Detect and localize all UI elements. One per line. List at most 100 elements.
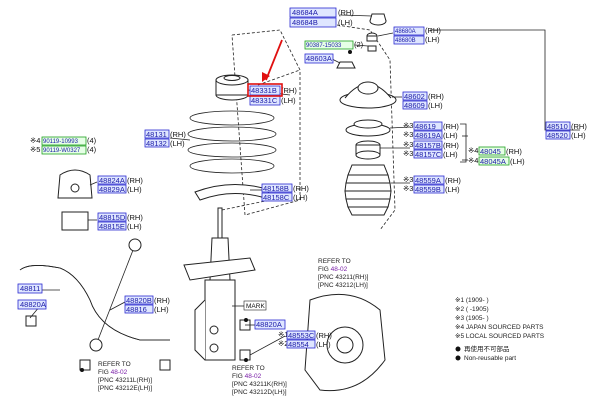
svg-text:(4): (4) (87, 136, 97, 145)
notes-legend: ※1 (1909- ) ※2 ( -1905) ※3 (1905- ) ※4 J… (455, 297, 545, 362)
part-number: 48811 (20, 284, 40, 293)
label-48157[interactable]: ※3 48157B (RH) ※3 48157C (LH) (403, 140, 459, 159)
svg-text:※3: ※3 (403, 140, 413, 149)
svg-text:[PNC 43212E(LH)]: [PNC 43212E(LH)] (98, 385, 152, 392)
svg-text:[PNC 43212(LH)]: [PNC 43212(LH)] (318, 282, 368, 289)
svg-text:※3: ※3 (403, 121, 413, 130)
part-number: 48520 (547, 131, 568, 140)
label-90387-15033[interactable]: 90387-15033 (2) (304, 40, 364, 50)
label-48602[interactable]: 48602 (RH) 48609 (LH) (402, 91, 444, 110)
part-number: 90387-15033 (306, 43, 342, 49)
non-reusable-bullet-icon (455, 355, 461, 361)
part-number: 48602 (404, 92, 425, 101)
part-number: 48609 (404, 101, 425, 110)
label-48619[interactable]: ※3 48619 (RH) ※3 48619A (LH) (403, 121, 459, 140)
svg-text:(LH): (LH) (571, 131, 586, 140)
steering-knuckle (239, 293, 386, 392)
highlight-box (247, 83, 283, 97)
part-number: 48816 (126, 305, 147, 314)
label-48559[interactable]: ※3 48559A (RH) ※3 48559B (LH) (403, 175, 461, 194)
svg-text:(LH): (LH) (127, 185, 142, 194)
refer-to-lower-left[interactable]: REFER TO FIG 48-02 [PNC 43211L(RH)] [PNC… (98, 361, 152, 392)
svg-text:(LH): (LH) (428, 101, 443, 110)
svg-text:[PNC 43211L(RH)]: [PNC 43211L(RH)] (98, 377, 152, 384)
part-number: 90119-W0327 (43, 148, 81, 154)
label-48820b[interactable]: 48820B (RH) 48816 (LH) (124, 295, 170, 314)
part-number: 48559A (415, 176, 441, 185)
svg-text:※3 (1905- ): ※3 (1905- ) (455, 315, 489, 322)
part-number: 48619 (415, 122, 436, 131)
label-48131[interactable]: 48131 (RH) 48132 (LH) (144, 129, 186, 148)
svg-text:REFER TO: REFER TO (232, 365, 265, 372)
svg-text:※4: ※4 (468, 146, 478, 155)
label-48824[interactable]: 48824A (RH) 48829A (LH) (97, 175, 143, 194)
part-number: 48131 (146, 130, 167, 139)
svg-text:REFER TO: REFER TO (98, 361, 131, 368)
label-48680[interactable]: 48680A (RH) 48680B (LH) (393, 26, 441, 45)
svg-text:(RH): (RH) (281, 86, 297, 95)
svg-text:再使用不可部品: 再使用不可部品 (464, 344, 510, 353)
svg-text:(RH): (RH) (127, 176, 143, 185)
svg-text:[PNC 43212D(LH)]: [PNC 43212D(LH)] (232, 389, 287, 396)
part-number: 48132 (146, 139, 167, 148)
svg-text:※5: ※5 (30, 145, 40, 154)
svg-text:(LH): (LH) (425, 35, 440, 44)
svg-text:(LH): (LH) (338, 18, 353, 27)
part-number: 48553C (288, 331, 315, 340)
stabilizer-bar (19, 169, 171, 371)
svg-text:FIG 48-02: FIG 48-02 (318, 266, 348, 273)
svg-text:Non-reusable part: Non-reusable part (464, 355, 516, 362)
label-90119[interactable]: ※4 90119-10993 (4) ※5 90119-W0327 (4) (30, 136, 97, 155)
refer-to-upper-right[interactable]: REFER TO FIG 48-02 [PNC 43211(RH)] [PNC … (318, 258, 369, 289)
svg-text:FIG 48-02: FIG 48-02 (98, 369, 128, 376)
part-number: 48684A (292, 8, 318, 17)
part-number: 48603A (306, 54, 332, 63)
label-48820a-left[interactable]: 48820A (17, 299, 47, 310)
part-number: 48157B (415, 141, 441, 150)
svg-text:(LH): (LH) (293, 193, 308, 202)
part-number: 48619A (415, 131, 441, 140)
label-48553[interactable]: ※1 48553C (RH) ※2 48554 (LH) (278, 330, 332, 349)
strut-shock-absorber (183, 207, 267, 361)
label-48331[interactable]: 48331B (RH) 48331C (LH) (247, 83, 297, 106)
label-48820a-right[interactable]: 48820A (254, 319, 286, 330)
svg-text:(LH): (LH) (510, 157, 525, 166)
svg-text:FIG 48-02: FIG 48-02 (232, 373, 262, 380)
svg-text:(RH): (RH) (443, 122, 459, 131)
svg-text:※2 ( -1905): ※2 ( -1905) (455, 306, 489, 313)
part-number: 48680A (395, 29, 416, 35)
svg-text:(RH): (RH) (443, 141, 459, 150)
refer-to-lower-mid[interactable]: REFER TO FIG 48-02 [PNC 43211K(RH)] [PNC… (232, 365, 287, 396)
svg-text:※4 JAPAN SOURCED PARTS: ※4 JAPAN SOURCED PARTS (455, 324, 544, 331)
part-number: 48820A (20, 300, 46, 309)
svg-text:(RH): (RH) (293, 184, 309, 193)
part-number: 48815D (99, 213, 126, 222)
svg-text:※3: ※3 (403, 149, 413, 158)
label-48510[interactable]: 48510 (RH) 48520 (LH) (545, 121, 587, 140)
part-number: 48331C (251, 96, 278, 105)
svg-text:※1 (1909- ): ※1 (1909- ) (455, 297, 489, 304)
svg-text:(LH): (LH) (281, 96, 296, 105)
svg-text:(RH): (RH) (428, 92, 444, 101)
bracket-48045 (460, 123, 467, 163)
svg-text:※4: ※4 (468, 156, 478, 165)
part-number: 48158C (263, 193, 290, 202)
part-number: 48045A (480, 157, 506, 166)
label-48811[interactable]: 48811 (17, 283, 43, 294)
svg-text:(LH): (LH) (170, 139, 185, 148)
svg-text:(LH): (LH) (316, 340, 331, 349)
label-48158[interactable]: 48158B (RH) 48158C (LH) (261, 183, 309, 202)
svg-text:※2: ※2 (278, 339, 288, 348)
label-48684[interactable]: 48684A (RH) 48684B (LH) (289, 7, 354, 28)
svg-text:(RH): (RH) (506, 147, 522, 156)
svg-text:(RH): (RH) (316, 331, 332, 340)
svg-text:※3: ※3 (403, 175, 413, 184)
label-48815[interactable]: 48815D (RH) 48815E (LH) (97, 212, 143, 231)
label-48603a[interactable]: 48603A (304, 53, 334, 64)
svg-text:(LH): (LH) (445, 185, 460, 194)
svg-text:(LH): (LH) (443, 150, 458, 159)
label-48045[interactable]: ※4 48045 (RH) ※4 48045A (LH) (468, 146, 525, 166)
svg-text:※3: ※3 (403, 130, 413, 139)
highlight-arrow (262, 39, 283, 82)
